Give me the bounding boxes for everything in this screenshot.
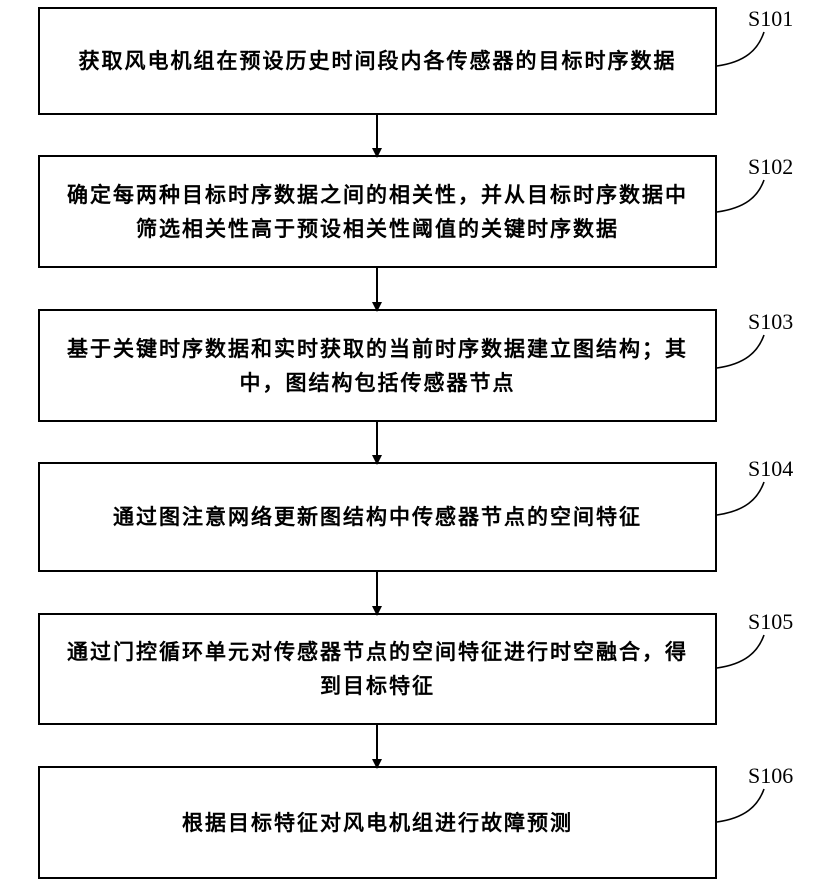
step-text-s101: 获取风电机组在预设历史时间段内各传感器的目标时序数据 — [61, 44, 695, 78]
leader-s101 — [717, 32, 764, 66]
step-text-s106: 根据目标特征对风电机组进行故障预测 — [164, 806, 591, 840]
step-box-s101: 获取风电机组在预设历史时间段内各传感器的目标时序数据 — [38, 7, 717, 115]
step-box-s102: 确定每两种目标时序数据之间的相关性，并从目标时序数据中筛选相关性高于预设相关性阈… — [38, 155, 717, 268]
step-label-s105: S105 — [748, 611, 793, 633]
step-label-s104: S104 — [748, 458, 793, 480]
step-box-s104: 通过图注意网络更新图结构中传感器节点的空间特征 — [38, 462, 717, 572]
step-text-s104: 通过图注意网络更新图结构中传感器节点的空间特征 — [95, 500, 660, 534]
step-box-s106: 根据目标特征对风电机组进行故障预测 — [38, 766, 717, 879]
step-text-s105: 通过门控循环单元对传感器节点的空间特征进行时空融合，得到目标特征 — [40, 635, 715, 703]
step-label-s101: S101 — [748, 8, 793, 30]
leader-s104 — [717, 482, 764, 515]
step-label-s106: S106 — [748, 765, 793, 787]
leader-s105 — [717, 635, 764, 668]
leader-s102 — [717, 180, 764, 212]
step-box-s105: 通过门控循环单元对传感器节点的空间特征进行时空融合，得到目标特征 — [38, 613, 717, 725]
step-text-s102: 确定每两种目标时序数据之间的相关性，并从目标时序数据中筛选相关性高于预设相关性阈… — [40, 178, 715, 246]
step-label-s103: S103 — [748, 311, 793, 333]
leader-s103 — [717, 335, 764, 368]
leader-s106 — [717, 789, 764, 822]
step-text-s103: 基于关键时序数据和实时获取的当前时序数据建立图结构；其中，图结构包括传感器节点 — [40, 332, 715, 400]
step-label-s102: S102 — [748, 156, 793, 178]
step-box-s103: 基于关键时序数据和实时获取的当前时序数据建立图结构；其中，图结构包括传感器节点 — [38, 309, 717, 422]
